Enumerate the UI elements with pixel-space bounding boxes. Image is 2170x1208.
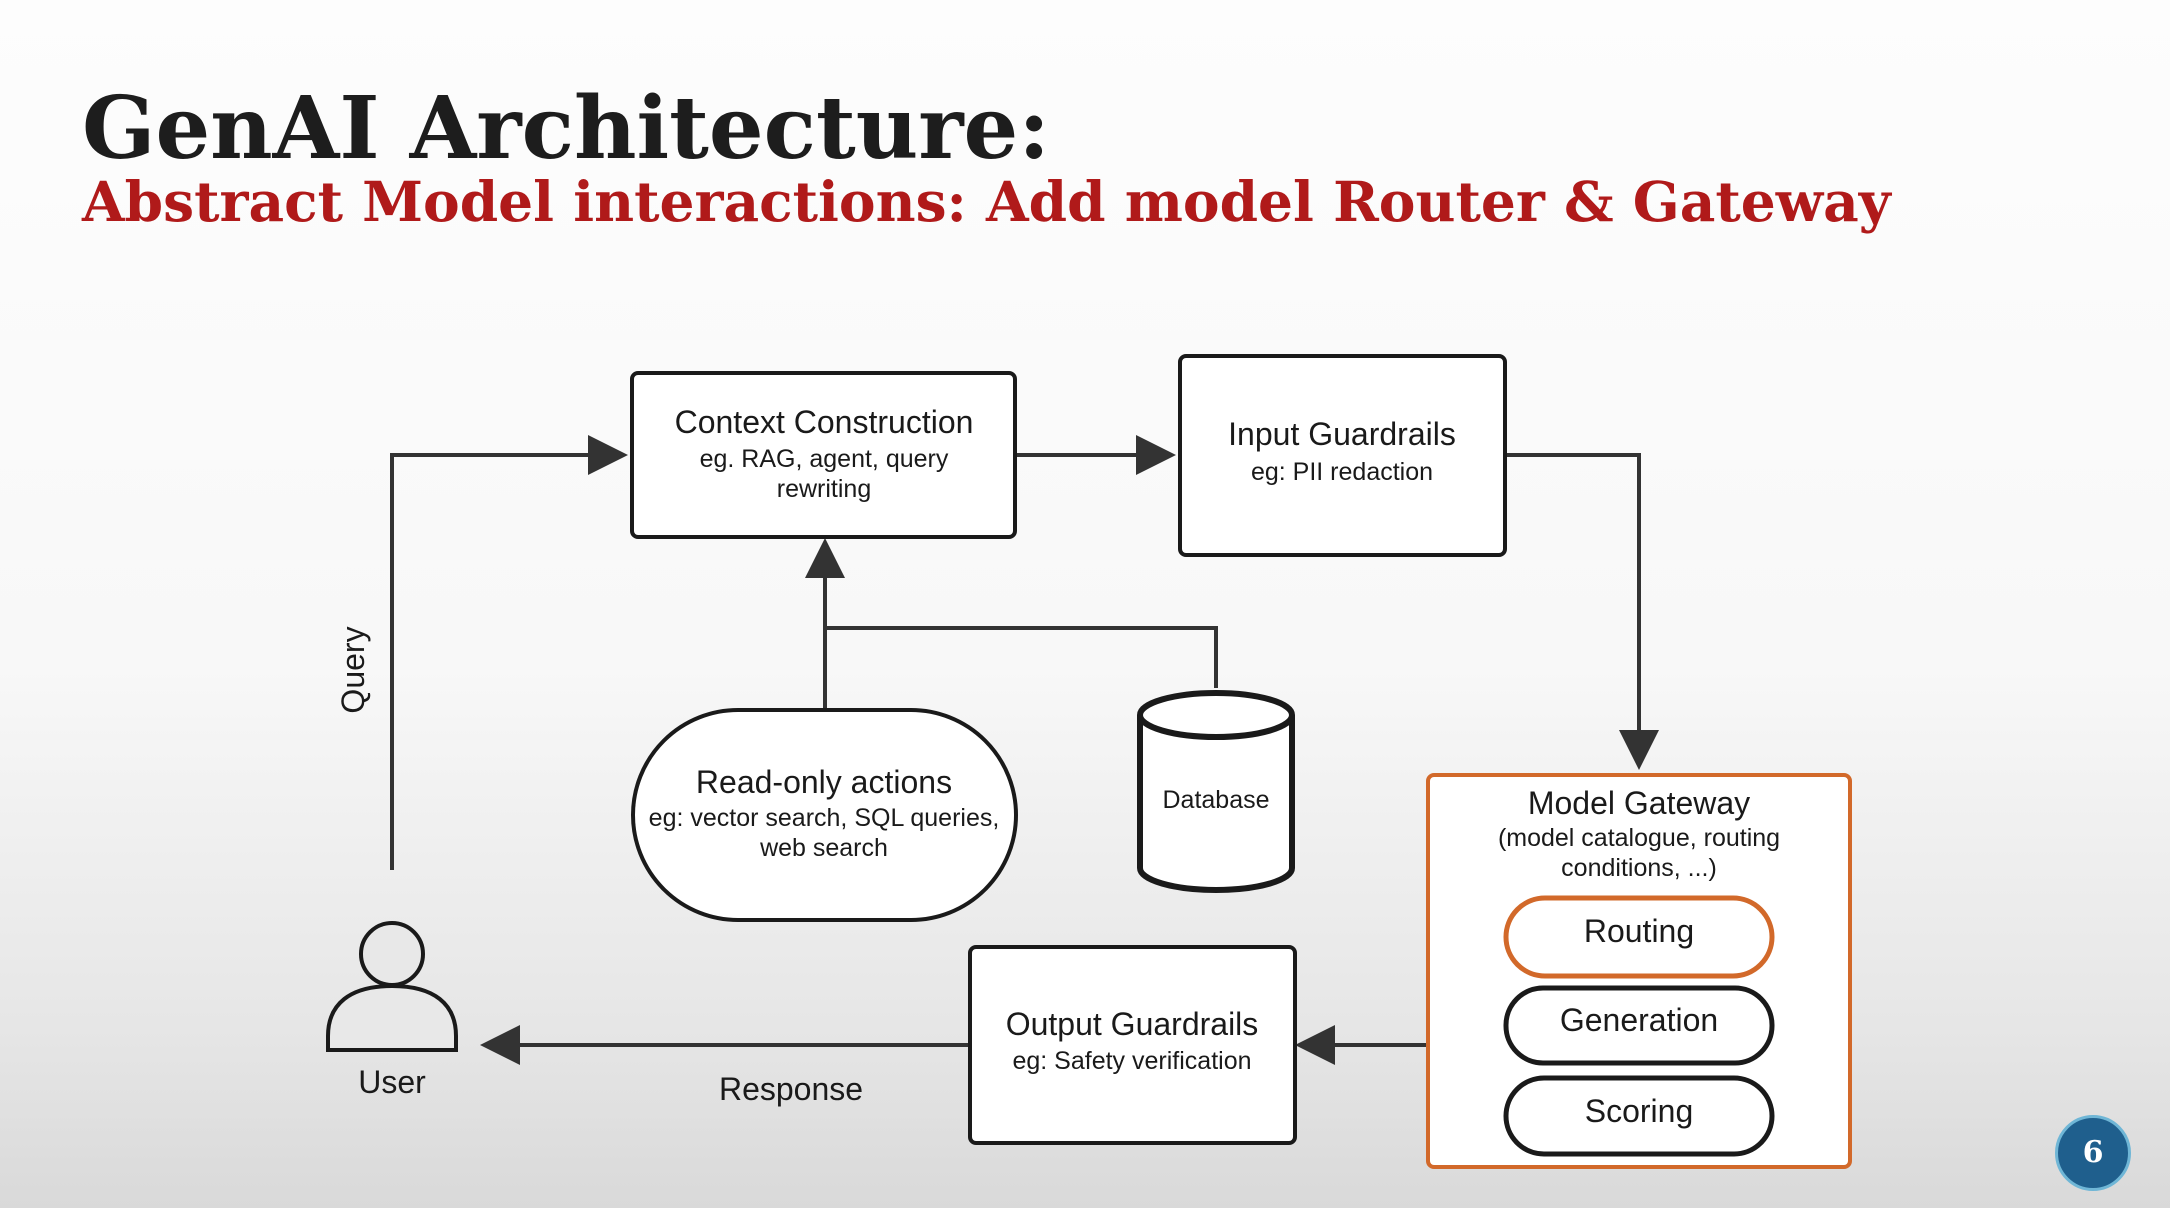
routing-label: Routing [1584, 913, 1694, 949]
model-gateway-line1: (model catalogue, routing [1498, 824, 1780, 852]
slide-title: GenAI Architecture: [82, 78, 1051, 179]
slide-subtitle: Abstract Model interactions: Add model R… [82, 169, 1891, 234]
input-guardrails-line1: eg: PII redaction [1251, 458, 1433, 486]
generation-label: Generation [1560, 1002, 1718, 1038]
routing-pill: Routing [1503, 895, 1775, 979]
context-construction-box: Context Construction eg. RAG, agent, que… [630, 371, 1017, 539]
context-construction-title: Context Construction [675, 404, 974, 440]
response-label: Response [719, 1071, 863, 1107]
model-gateway-box: Model Gateway (model catalogue, routing … [1426, 773, 1852, 1169]
input-to-gateway-arrow [1505, 453, 1659, 770]
context-construction-line2: rewriting [777, 475, 871, 503]
database-cylinder: Database [1137, 690, 1295, 893]
query-label: Query [335, 626, 371, 713]
model-gateway-title: Model Gateway [1528, 785, 1750, 821]
read-only-actions-line1: eg: vector search, SQL queries, [649, 804, 1000, 832]
output-guardrails-line1: eg: Safety verification [1012, 1047, 1251, 1075]
read-only-actions-line2: web search [759, 834, 888, 862]
database-to-context-line [825, 626, 1218, 688]
user-icon [326, 921, 458, 1052]
scoring-pill: Scoring [1503, 1075, 1775, 1157]
read-only-actions-title: Read-only actions [696, 764, 952, 800]
output-guardrails-title: Output Guardrails [1006, 1006, 1259, 1042]
generation-pill: Generation [1503, 985, 1775, 1066]
model-gateway-line2: conditions, ...) [1561, 854, 1717, 882]
context-construction-line1: eg. RAG, agent, query [700, 445, 949, 473]
database-label: Database [1162, 786, 1269, 814]
query-arrow [390, 435, 628, 870]
output-guardrails-box: Output Guardrails eg: Safety verificatio… [968, 945, 1297, 1145]
input-guardrails-title: Input Guardrails [1228, 416, 1456, 452]
page-number-badge: 6 [2055, 1115, 2131, 1191]
scoring-label: Scoring [1585, 1093, 1694, 1129]
user-label: User [358, 1064, 426, 1100]
input-guardrails-box: Input Guardrails eg: PII redaction [1178, 354, 1507, 557]
read-only-actions-pill: Read-only actions eg: vector search, SQL… [631, 708, 1018, 922]
